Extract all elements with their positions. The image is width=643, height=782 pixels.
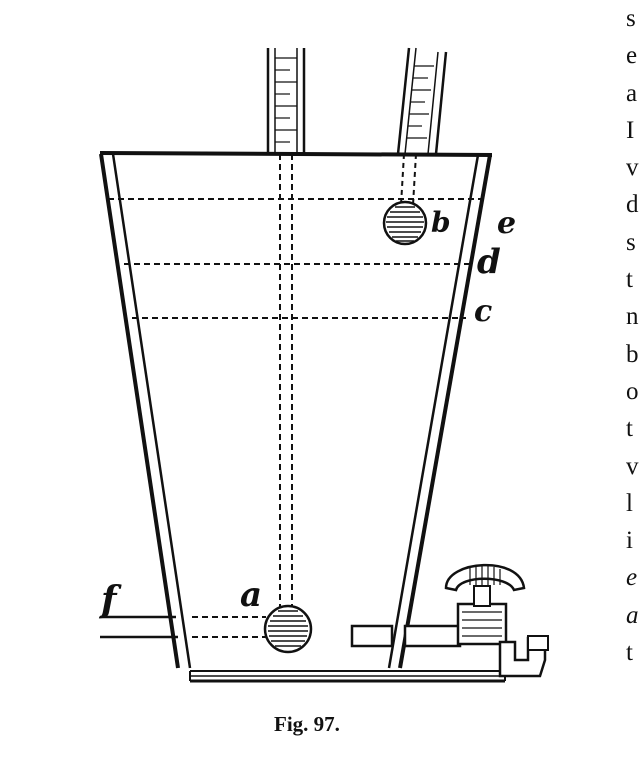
label-d: d [477, 242, 501, 282]
label-e: e [497, 206, 516, 241]
level-lines [108, 198, 484, 319]
vessel-right-wall-inner [387, 154, 480, 669]
side-text-line: n [626, 303, 639, 331]
ball-b [382, 200, 428, 246]
side-text-line: e [626, 42, 638, 70]
side-text-line: a [626, 601, 639, 629]
vessel-left-wall-inner [111, 153, 192, 669]
tube-right-dashed [400, 153, 417, 206]
side-text-line: s [626, 228, 636, 256]
side-text-line: v [626, 154, 639, 182]
side-pipe-f [100, 615, 178, 639]
side-pipe-f-dashed [192, 616, 266, 638]
side-text-line: i [626, 527, 633, 555]
label-c: c [474, 294, 492, 329]
tube-right [396, 47, 448, 155]
side-text-line: d [626, 191, 639, 219]
vessel-right-wall-outer [398, 154, 492, 669]
side-text-line: t [626, 266, 633, 294]
side-text-line: t [626, 639, 633, 667]
label-b: b [431, 206, 451, 239]
ball-a [263, 604, 313, 654]
side-text-line: t [626, 415, 633, 443]
label-a: a [240, 575, 262, 615]
vessel-left-wall-outer [99, 153, 180, 669]
label-f: f [98, 579, 122, 621]
vessel [99, 151, 493, 669]
side-text-line: b [626, 340, 639, 368]
figure-caption: Fig. 97. [274, 712, 340, 736]
side-text-line: l [626, 489, 633, 517]
vessel-rim [99, 151, 493, 157]
tube-left-dashed [279, 154, 293, 610]
side-text-line: a [626, 79, 638, 107]
tube-left [266, 48, 306, 154]
tap [350, 563, 549, 678]
side-text-line: e [626, 564, 638, 592]
side-text-line: v [626, 452, 639, 480]
side-text-line: s [626, 5, 636, 32]
base-plate [189, 670, 506, 683]
side-text-line: I [626, 116, 635, 144]
side-text-line: o [626, 377, 639, 405]
